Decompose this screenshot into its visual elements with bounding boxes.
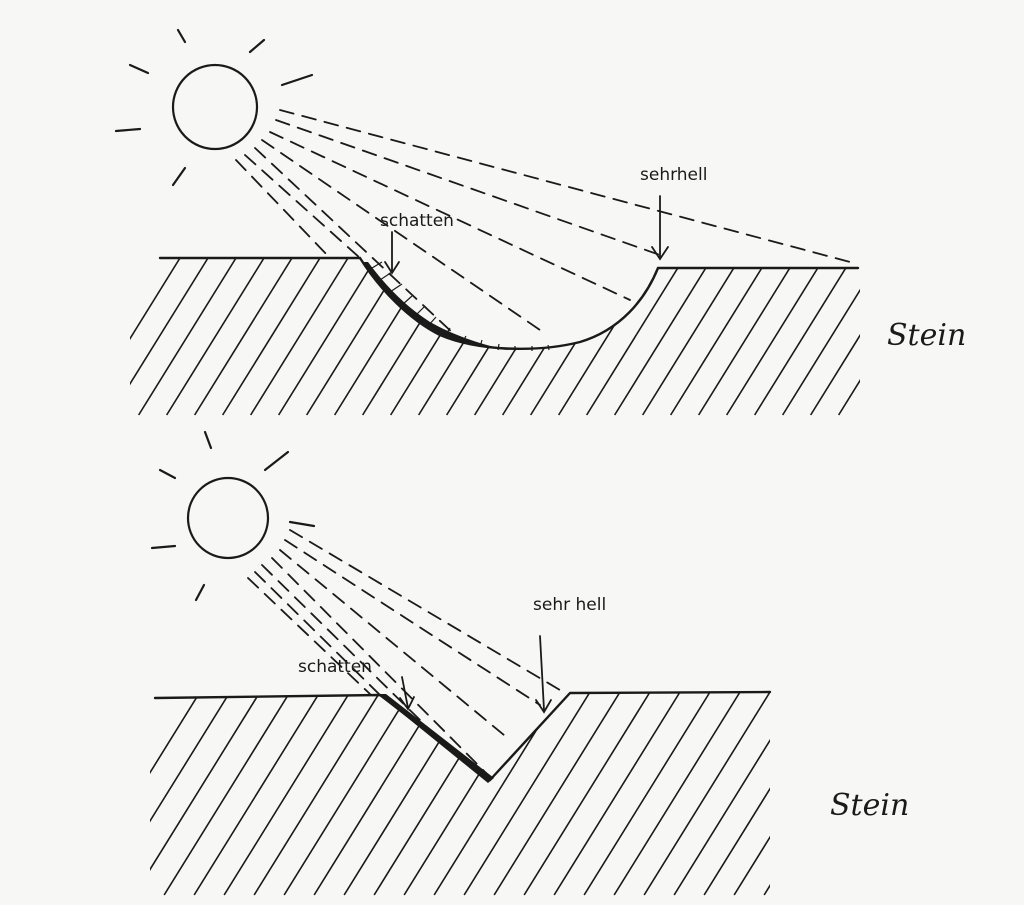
hatch-line — [673, 692, 770, 896]
hatch-line — [137, 258, 237, 416]
shadow-arrow — [384, 231, 400, 275]
hatch-line — [553, 692, 681, 896]
hatch-line — [283, 692, 411, 896]
hatch-line — [733, 692, 770, 896]
hatch-line — [193, 692, 321, 896]
bright-label: sehrhell — [640, 165, 707, 185]
hatch-line — [150, 692, 201, 896]
hatch-line — [163, 692, 291, 896]
shadow-label: schatten — [380, 211, 454, 231]
hatch-line — [837, 258, 860, 416]
hatch-line — [130, 258, 209, 416]
hatch-line — [403, 692, 531, 896]
material-label: Stein — [887, 318, 966, 353]
hatch-line — [373, 692, 501, 896]
hatch-line — [221, 258, 321, 416]
hatch-line — [473, 258, 573, 416]
hatch-line — [501, 258, 601, 416]
bright-arrow — [535, 635, 552, 714]
hatch-line — [641, 258, 741, 416]
hatch-line — [223, 692, 351, 896]
hatch-line — [343, 692, 471, 896]
hatch-line — [725, 258, 825, 416]
bright-label: sehr hell — [533, 595, 606, 615]
light-rays — [247, 529, 566, 776]
hatch-line — [249, 258, 349, 416]
hatch-line — [523, 692, 651, 896]
hatch-line — [193, 258, 293, 416]
hatch-line — [613, 258, 713, 416]
hatch-line — [313, 692, 441, 896]
sun-icon — [150, 430, 316, 602]
hatch-line — [150, 692, 261, 896]
hatch-line — [583, 692, 711, 896]
bottom-panel: schatten sehr hell Stein — [150, 430, 909, 896]
hatch-line — [669, 258, 769, 416]
sun-icon — [114, 28, 314, 187]
hatch-line — [557, 258, 657, 416]
shadow-area — [362, 262, 510, 350]
hatch-line — [753, 258, 853, 416]
hatch-line — [493, 692, 621, 896]
shadow-arrow — [399, 676, 415, 711]
hatch-line — [463, 692, 591, 896]
hatch-line — [277, 258, 377, 416]
hatch-line — [433, 692, 561, 896]
shadow-area — [378, 694, 494, 783]
hatch-line — [781, 258, 860, 416]
hatch-line — [253, 692, 381, 896]
hatch-line — [130, 258, 181, 416]
hatch-line — [643, 692, 770, 896]
hatch-line — [585, 258, 685, 416]
hatch-line — [305, 258, 405, 416]
stone-hatching — [130, 258, 860, 416]
hatch-line — [165, 258, 265, 416]
light-rays — [235, 109, 851, 336]
hatch-line — [417, 258, 517, 416]
hatch-line — [529, 258, 629, 416]
top-panel: schatten sehrhell Stein — [114, 28, 966, 416]
hatch-line — [703, 692, 770, 896]
hatch-line — [697, 258, 797, 416]
hatch-line — [150, 692, 231, 896]
shadow-hatching — [371, 261, 550, 351]
bright-arrow — [651, 195, 669, 261]
hatch-line — [389, 258, 489, 416]
shadow-label: schatten — [298, 657, 372, 677]
material-label: Stein — [830, 788, 909, 823]
hatch-line — [445, 258, 545, 416]
ground-surface — [153, 690, 772, 782]
hatch-line — [809, 258, 860, 416]
hatch-line — [613, 692, 741, 896]
stone-hatching — [150, 692, 770, 896]
